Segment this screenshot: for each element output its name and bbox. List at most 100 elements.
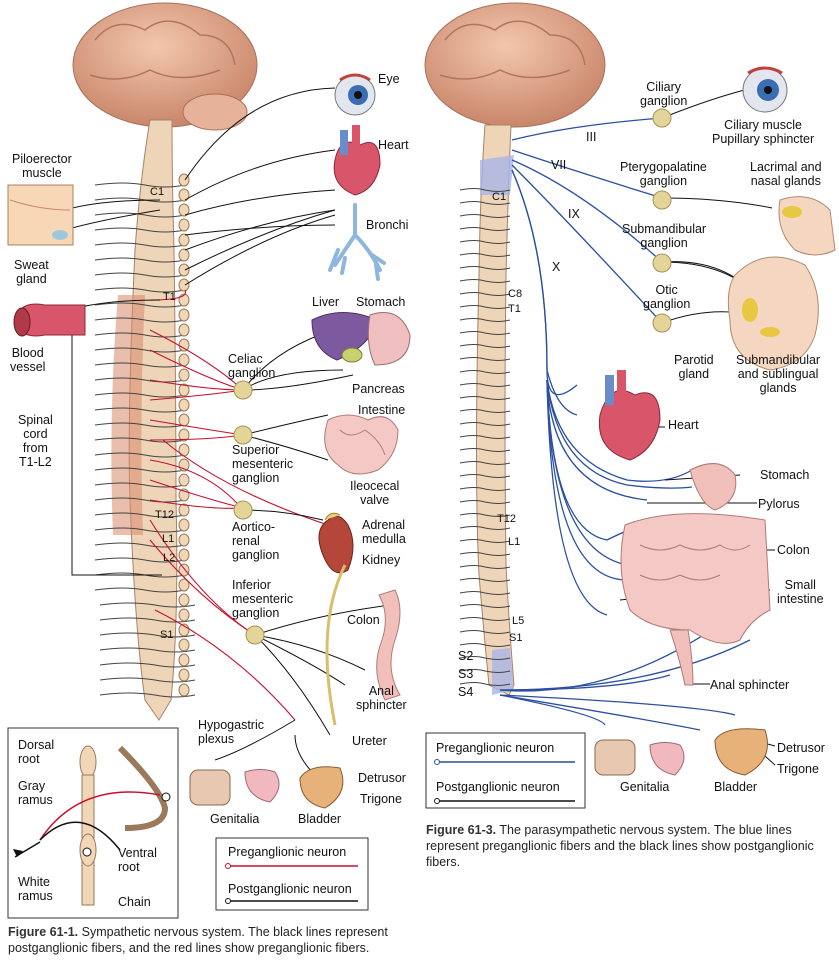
label-l2: L2 [163,552,176,564]
fig3-bladder-genitalia [594,728,768,776]
ciliary-ganglion [652,108,672,128]
label-ciliary-ganglion: Ciliary ganglion [640,80,688,108]
fig3-caption-number: Figure 61-3. [426,823,497,837]
label-t1: T1 [163,291,176,303]
fig3-heart [598,370,661,461]
inset-gray-ramus: Gray ramus [18,779,53,807]
label3-c1: C1 [492,191,507,203]
inferior-mesenteric-ganglion [245,625,265,645]
label-colon: Colon [347,613,380,627]
label-inferior-mesenteric: Inferior mesenteric ganglion [232,578,294,620]
fig3-caption: Figure 61-3. The parasympathetic nervous… [426,822,831,870]
label-blood-vessel: Blood vessel [10,346,46,374]
label-submandibular-glands: Submandibular and sublingual glands [736,353,821,395]
legend1-post: Postganglionic neuron [228,882,352,896]
fig1-preganglionic-fibers [149,289,329,721]
label3-detrusor: Detrusor [777,741,825,755]
label-celiac: Celiac ganglion [228,352,276,380]
inset-chain-label: Chain [118,895,151,909]
label3-l5: L5 [512,615,525,627]
label-spinal-cord: Spinal cord from T1-L2 [18,413,53,469]
label-eye: Eye [378,72,400,86]
label3-s2: S2 [458,649,474,663]
fig3-ganglia [652,108,672,333]
label3-genitalia: Genitalia [620,780,670,794]
fig3-eye [742,66,788,113]
fig1-caption-number: Figure 61-1. [8,925,79,939]
celiac-ganglion [233,380,253,400]
label-parotid: Parotid gland [674,353,714,381]
label-trigone: Trigone [360,792,402,806]
label-bronchi: Bronchi [366,218,409,232]
fig3-nerve-roots [459,188,511,686]
label-genitalia: Genitalia [210,812,260,826]
superior-mesenteric-ganglion [233,425,253,445]
fig1-eye [334,73,376,116]
label-bladder: Bladder [298,812,342,826]
label3-s3: S3 [458,667,474,681]
fig3-face [727,196,836,371]
fig3-brain [424,2,606,128]
label3-s4: S4 [458,685,474,699]
label-detrusor: Detrusor [358,771,406,785]
label-ureter: Ureter [352,734,387,748]
otic-ganglion [652,313,672,333]
label3-stomach: Stomach [760,468,810,482]
inset-white-ramus: White ramus [18,875,53,903]
fig1-colon [376,589,401,701]
label-cn-x: X [552,260,561,274]
pterygopalatine-ganglion [652,190,672,210]
label-adrenal: Adrenal medulla [362,518,406,546]
label-cn-ix: IX [568,207,580,221]
fig1-caption-text: Sympathetic nervous system. The black li… [8,925,388,955]
fig1-kidney-adrenal [318,512,354,726]
label-aorticorenal: Aortico- renal ganglion [232,520,280,562]
label3-c8: C8 [508,288,523,300]
label3-t1: T1 [508,303,521,315]
fig1-intestine [324,414,399,475]
fig1-caption: Figure 61-1. Sympathetic nervous system.… [8,924,416,956]
fig1-liver-stomach [311,312,411,366]
legend3-pre: Preganglionic neuron [436,741,555,755]
fig1-bronchi [328,203,386,281]
label-c1: C1 [150,186,165,198]
label3-colon: Colon [777,543,810,557]
label-cn-vii: VII [551,158,567,172]
legend3-post: Postganglionic neuron [436,780,560,794]
fig1-heart [333,125,381,196]
submandibular-ganglion [652,253,672,273]
label-lacrimal: Lacrimal and nasal glands [750,160,822,188]
fig3-digestive-tract [620,463,771,686]
label-pancreas: Pancreas [352,382,405,396]
label3-bladder: Bladder [714,780,758,794]
label-piloerector: Piloerector muscle [12,152,72,180]
label-cn-iii: III [586,130,597,144]
label3-anal-sphincter: Anal sphincter [710,678,790,692]
label-submandibular-ganglion: Submandibular ganglion [622,222,707,250]
legend1-pre: Preganglionic neuron [228,845,347,859]
label3-s1: S1 [509,632,523,644]
aorticorenal-ganglion [233,500,253,520]
label-ileocecal: Ileocecal valve [350,479,400,507]
label-hypogastric: Hypogastric plexus [198,718,264,746]
label-kidney: Kidney [362,553,401,567]
label-heart: Heart [378,138,409,152]
label-t12: T12 [155,509,174,521]
label3-l1: L1 [508,536,521,548]
label-pterygopalatine: Pterygopalatine ganglion [620,160,707,188]
fig1-sympathetic-chain [178,173,190,697]
fig3-caption-text: The parasympathetic nervous system. The … [426,823,814,869]
label-otic: Otic ganglion [643,283,691,311]
inset-dorsal-root: Dorsal root [18,738,55,766]
label-sweat: Sweat gland [14,258,49,286]
label-ciliary-muscle: Ciliary muscle Pupillary sphincter [712,118,815,146]
label3-t12: T12 [497,513,516,525]
label-s1: S1 [160,629,174,641]
fig1-bladder-genitalia [189,766,344,809]
label-superior-mesenteric: Superior mesenteric ganglion [232,443,294,485]
label3-trigone: Trigone [777,762,819,776]
label-liver: Liver [312,295,340,309]
label-l1: L1 [162,533,175,545]
label3-small-intestine: Small intestine [777,578,824,606]
